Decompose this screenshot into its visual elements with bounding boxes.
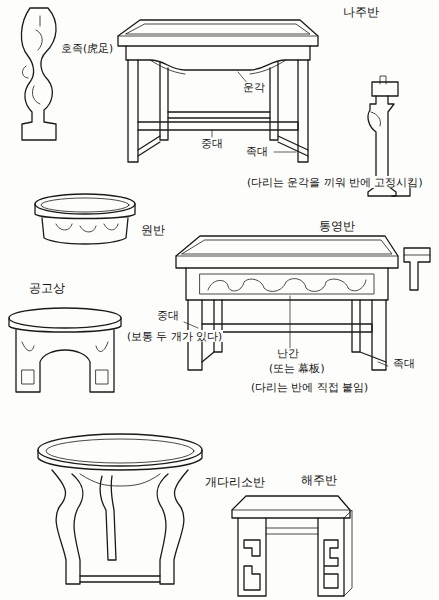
title-name: 원반 [140, 224, 166, 238]
note: (보통 두 개가 있다) [126, 330, 223, 342]
title-name: 해주반 [300, 474, 338, 488]
part-name: 호족(虎足) [60, 42, 114, 54]
note: (또는 幕板) [268, 362, 326, 374]
tongyeong-joint-detail [404, 248, 430, 290]
gaedari-table [38, 434, 202, 584]
part-name: 중대 [200, 138, 224, 151]
title-name: 나주반 [342, 6, 380, 20]
naju-table [118, 20, 318, 162]
part-name: 운각 [242, 82, 266, 95]
part-name: 족대 [245, 146, 269, 159]
part-name: 족대 [392, 358, 416, 371]
gonggo-table [9, 308, 121, 392]
part-name: 중대 [156, 310, 180, 323]
tongyeong-table [176, 236, 398, 370]
note: (다리는 반에 직접 붙임) [250, 381, 369, 393]
title-name: 개다리소반 [204, 476, 266, 490]
title-name: 공고상 [28, 282, 66, 296]
round-table [35, 194, 135, 244]
haeju-table [232, 496, 352, 596]
tiger-leg [21, 8, 56, 140]
note: (다리는 운각을 끼워 반에 고정시킴) [246, 176, 424, 188]
part-name: 난간 [276, 348, 300, 361]
title-name: 통영반 [318, 220, 356, 234]
